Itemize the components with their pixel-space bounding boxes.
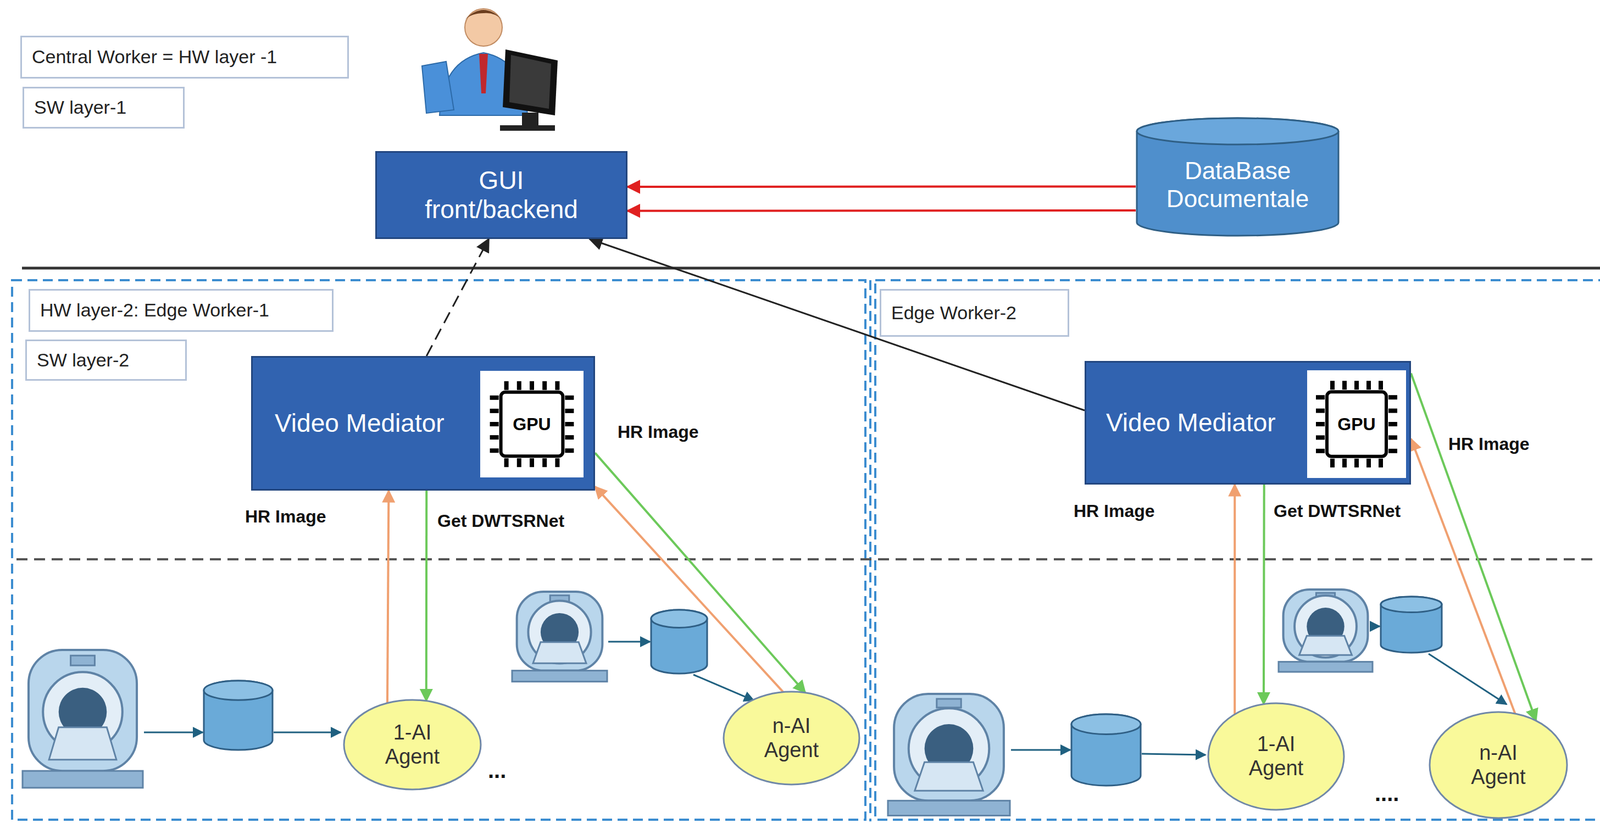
data-flow-arrow bbox=[608, 641, 650, 643]
layer-tag: Central Worker = HW layer -1 bbox=[20, 35, 349, 79]
mri-scanner-icon bbox=[22, 650, 143, 788]
node-text: Video Mediator bbox=[1106, 408, 1276, 438]
scanner-base bbox=[512, 670, 608, 682]
scanner-housing bbox=[28, 650, 137, 771]
process-box: Video Mediator GPU bbox=[1084, 360, 1411, 485]
mri-scanner-icon bbox=[512, 591, 608, 682]
agent-ellipse: 1-AI Agent bbox=[342, 698, 482, 791]
storage-body bbox=[1071, 714, 1141, 786]
edge-label: HR Image bbox=[242, 506, 329, 527]
edge-region bbox=[875, 280, 1600, 820]
node-text: Central Worker = HW layer -1 bbox=[31, 46, 277, 68]
layer-tag: SW layer-2 bbox=[25, 339, 187, 381]
connector-arrow bbox=[425, 490, 428, 702]
mri-scanner-icon bbox=[1278, 589, 1373, 672]
storage-icon bbox=[203, 680, 273, 750]
scanner-base bbox=[887, 800, 1010, 816]
storage-body bbox=[1380, 596, 1442, 653]
scanner-bed bbox=[48, 727, 117, 760]
scanner-display bbox=[70, 655, 96, 666]
ellipsis-label: ... bbox=[487, 758, 507, 783]
scanner-housing bbox=[893, 693, 1004, 801]
process-box: GUI front/backend bbox=[375, 151, 628, 240]
gpu-chip: GPU bbox=[480, 370, 584, 478]
connector-arrow bbox=[589, 239, 1085, 411]
data-flow-arrow bbox=[1372, 625, 1380, 628]
node-text: GPU bbox=[512, 414, 551, 435]
layer-divider bbox=[21, 267, 1600, 270]
agent-ellipse: n-AI Agent bbox=[722, 690, 861, 786]
layer-tag: HW layer-2: Edge Worker-1 bbox=[28, 289, 334, 332]
ellipsis-label: .... bbox=[1374, 781, 1399, 807]
node-text: n-AI Agent bbox=[1457, 741, 1540, 790]
edge-label: Get DWTSRNet bbox=[435, 510, 567, 532]
storage-icon bbox=[1071, 714, 1141, 786]
connector-arrow bbox=[1233, 484, 1236, 715]
node-text: 1-AI Agent bbox=[371, 720, 454, 769]
storage-top bbox=[1071, 714, 1141, 735]
connector-arrow bbox=[627, 209, 1136, 213]
storage-body bbox=[651, 609, 708, 674]
node-text: Edge Worker-2 bbox=[891, 302, 1017, 324]
storage-body bbox=[203, 680, 273, 750]
connector-arrow bbox=[595, 486, 783, 693]
scanner-housing bbox=[517, 591, 603, 671]
scanner-base bbox=[22, 770, 143, 788]
scanner-base bbox=[1278, 662, 1373, 672]
node-text: 1-AI Agent bbox=[1235, 732, 1318, 781]
layer-tag: Edge Worker-2 bbox=[879, 289, 1070, 337]
node-text: Video Mediator bbox=[274, 408, 445, 438]
node-text: GUI front/backend bbox=[410, 165, 593, 225]
edge-label: Get DWTSRNet bbox=[1271, 501, 1403, 522]
mri-scanner-icon bbox=[887, 693, 1010, 816]
scanner-bed bbox=[532, 642, 587, 664]
edge-label: HR Image bbox=[1071, 501, 1158, 522]
storage-top bbox=[1380, 596, 1442, 613]
agent-ellipse: n-AI Agent bbox=[1428, 710, 1569, 820]
data-flow-arrow bbox=[143, 731, 203, 734]
layer-tag: SW layer-1 bbox=[22, 86, 185, 129]
storage-top bbox=[651, 609, 708, 628]
process-box: Video Mediator GPU bbox=[251, 356, 596, 491]
connector-arrow bbox=[387, 490, 389, 704]
data-flow-arrow bbox=[273, 731, 341, 734]
scanner-housing bbox=[1283, 589, 1369, 663]
node-text: SW layer-1 bbox=[34, 96, 127, 119]
sublayer-divider bbox=[16, 558, 1594, 561]
node-text: DataBase Documentale bbox=[1152, 157, 1324, 213]
data-flow-arrow bbox=[1141, 753, 1206, 755]
storage-top bbox=[203, 680, 273, 700]
scanner-bed bbox=[914, 762, 983, 791]
edge-label: HR Image bbox=[615, 421, 702, 443]
connector-arrow bbox=[1410, 439, 1515, 714]
node-text: GPU bbox=[1337, 414, 1376, 435]
scanner-display bbox=[936, 698, 961, 708]
region-separator bbox=[869, 280, 872, 822]
node-text: n-AI Agent bbox=[750, 714, 833, 763]
gpu-chip: GPU bbox=[1307, 370, 1407, 479]
edge-region bbox=[12, 280, 866, 820]
connector-arrow bbox=[426, 239, 489, 357]
connector-arrow bbox=[1262, 484, 1266, 705]
scanner-ring bbox=[528, 600, 591, 664]
storage-icon bbox=[651, 609, 708, 674]
data-flow-arrow bbox=[693, 674, 754, 701]
connector-arrow bbox=[1410, 373, 1537, 721]
connector-arrow bbox=[595, 452, 806, 693]
data-flow-arrow bbox=[1010, 749, 1071, 752]
connector-arrow bbox=[627, 185, 1136, 188]
node-text: SW layer-2 bbox=[36, 349, 130, 371]
node-text: HW layer-2: Edge Worker-1 bbox=[40, 299, 270, 321]
storage-icon bbox=[1380, 596, 1442, 653]
scanner-bed bbox=[1299, 635, 1353, 655]
agent-ellipse: 1-AI Agent bbox=[1207, 702, 1346, 811]
user-icon bbox=[421, 8, 558, 131]
edge-label: HR Image bbox=[1446, 434, 1532, 455]
database-cylinder: DataBase Documentale bbox=[1135, 117, 1340, 237]
scanner-ring bbox=[1294, 595, 1357, 658]
